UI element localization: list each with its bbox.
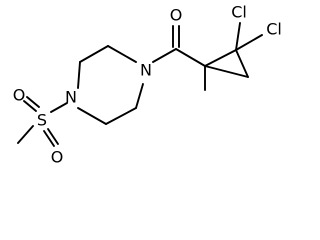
bond-ring-top-left-to-n-left bbox=[77, 61, 81, 89]
atom-label-o-sulfonyl-bottom: O bbox=[51, 148, 64, 167]
bond-n-right-to-ring-top-right bbox=[107, 45, 137, 63]
bond-ccl2-to-cl-left bbox=[235, 22, 241, 51]
bond-cyclopropyl-to-ccl2 bbox=[204, 49, 237, 67]
atom-label-n-right: N bbox=[140, 61, 152, 80]
carbonyl-group bbox=[152, 25, 206, 67]
bond-s-to-o-top-a bbox=[23, 100, 37, 112]
bond-ring-bottom bbox=[105, 107, 137, 125]
atom-label-o-sulfonyl-top: O bbox=[13, 86, 26, 105]
bond-n-right-to-carbonyl-carbon bbox=[152, 48, 177, 63]
dichloro-methylcyclopropyl-group bbox=[204, 22, 263, 91]
bond-n-left-to-ring-bottom-left bbox=[77, 107, 107, 125]
atom-label-s: S bbox=[37, 111, 47, 130]
atom-label-cl-right: Cl bbox=[266, 20, 282, 39]
bond-s-to-o-top-b bbox=[26, 96, 40, 108]
bond-ccl2-to-ch2 bbox=[235, 49, 249, 78]
bond-s-to-o-bottom-b bbox=[43, 130, 55, 147]
bond-n-left-to-s bbox=[50, 102, 68, 113]
atom-label-n-left: N bbox=[65, 88, 77, 107]
bond-ring-top bbox=[79, 45, 109, 63]
atom-label-cl-left: Cl bbox=[231, 3, 247, 22]
structure-diagram: N N S O O O Cl Cl bbox=[13, 3, 282, 167]
piperazine-ring bbox=[77, 45, 144, 125]
bond-cyclopropyl-to-ch2 bbox=[204, 65, 249, 78]
bond-ccl2-to-cl-right bbox=[235, 34, 263, 51]
bond-carbonyl-to-cyclopropyl bbox=[175, 48, 206, 67]
bond-s-to-o-bottom-a bbox=[47, 128, 59, 145]
bond-s-to-methyl bbox=[17, 125, 34, 144]
bond-ring-bottom-right-to-n-right bbox=[135, 83, 144, 109]
methylsulfonyl-group bbox=[17, 96, 68, 147]
atom-label-o-carbonyl: O bbox=[170, 6, 183, 25]
